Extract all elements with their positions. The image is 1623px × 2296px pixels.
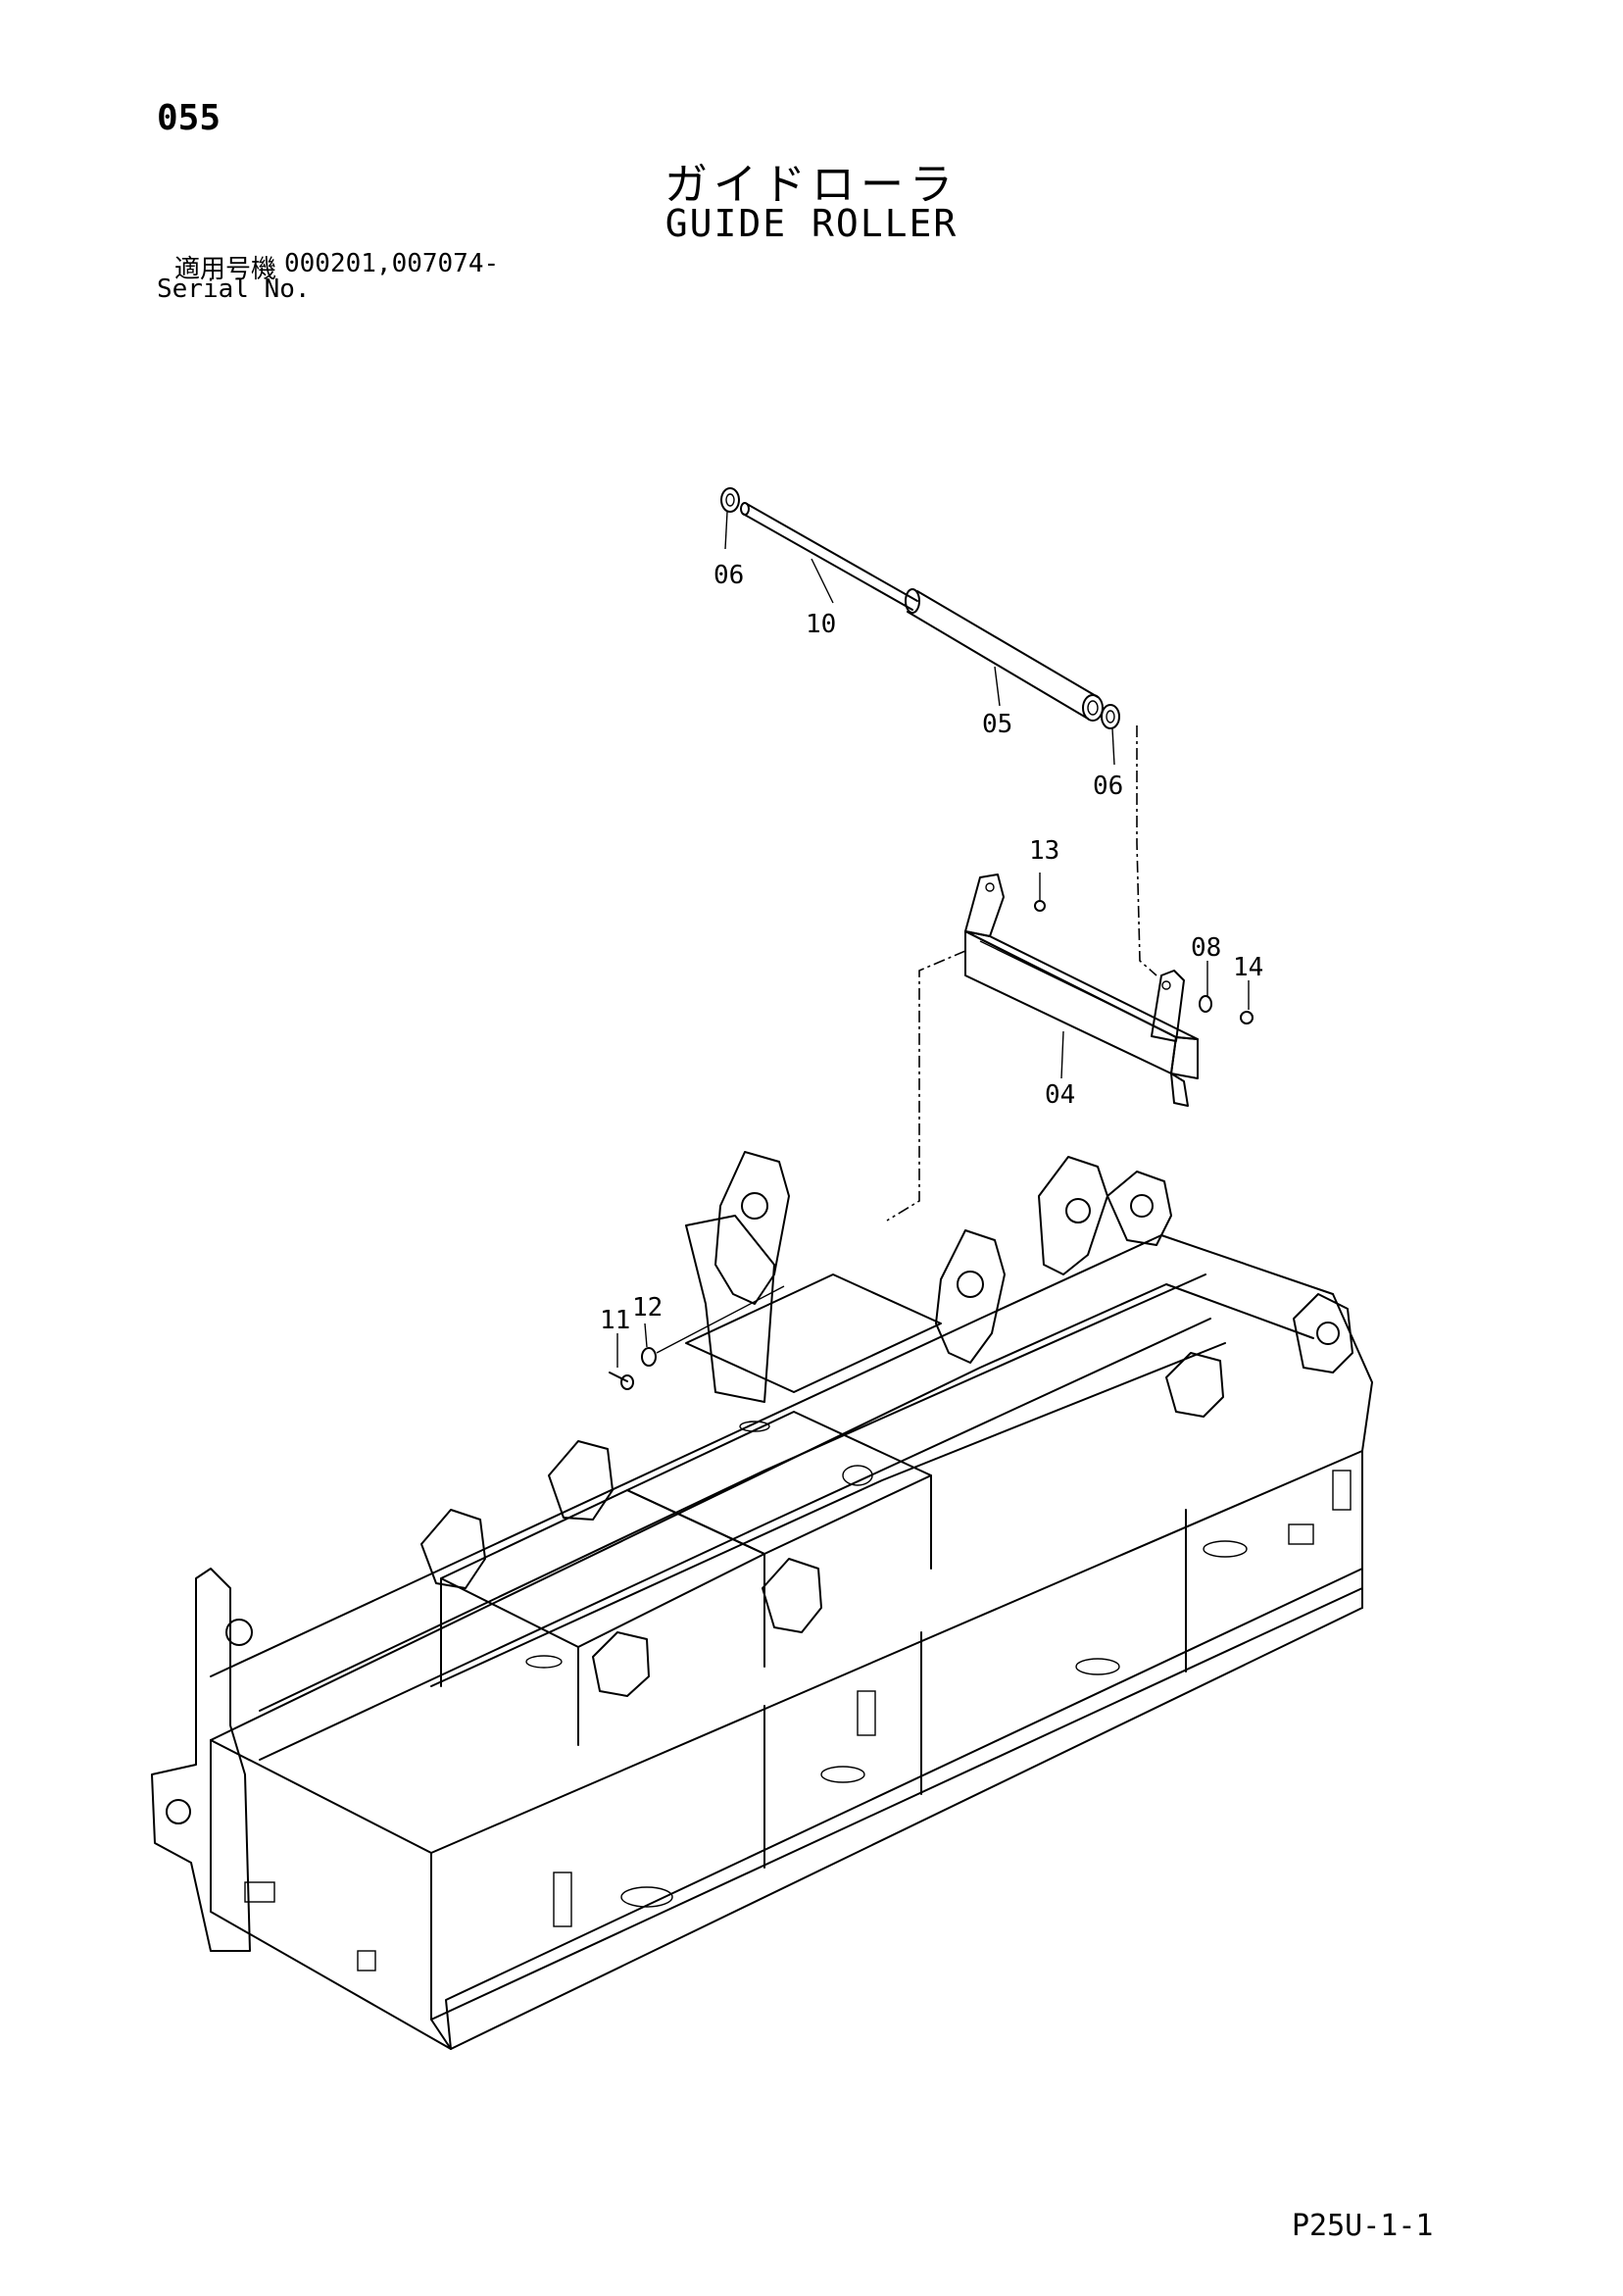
part-10-shaft: [740, 502, 918, 611]
main-track-frame: [151, 1151, 1373, 2050]
part-08-pin: [1199, 961, 1212, 1013]
callout-11: 11: [600, 1306, 630, 1335]
callout-12: 12: [632, 1293, 663, 1323]
callout-10: 10: [806, 610, 836, 639]
callout-05: 05: [982, 710, 1012, 739]
serial-label-english: Serial No.: [157, 275, 311, 304]
callout-14: 14: [1233, 953, 1263, 982]
callout-04: 04: [1045, 1080, 1075, 1110]
callout-13: 13: [1029, 836, 1059, 866]
footer-page-code: P25U-1-1: [1292, 2209, 1434, 2243]
serial-values: 000201,007074-: [284, 249, 500, 278]
callout-06-right: 06: [1093, 772, 1123, 801]
title-english: GUIDE ROLLER: [664, 202, 959, 245]
part-06-washer-top: [720, 487, 740, 550]
part-04-bracket: [964, 873, 1199, 1107]
part-12-washer: [641, 1323, 657, 1367]
part-14-bolt: [1240, 980, 1254, 1024]
part-13-bolt: [1034, 873, 1046, 912]
part-06-washer-right: [1101, 704, 1120, 766]
part-11-bolt: [609, 1333, 634, 1390]
callout-06-top: 06: [713, 561, 744, 590]
serial-label-japanese: 適用号機: [174, 255, 277, 284]
page-number: 055: [157, 98, 221, 138]
part-05-roller: [905, 588, 1104, 722]
title-japanese: ガイドローラ: [664, 160, 959, 210]
callout-08: 08: [1191, 933, 1221, 963]
